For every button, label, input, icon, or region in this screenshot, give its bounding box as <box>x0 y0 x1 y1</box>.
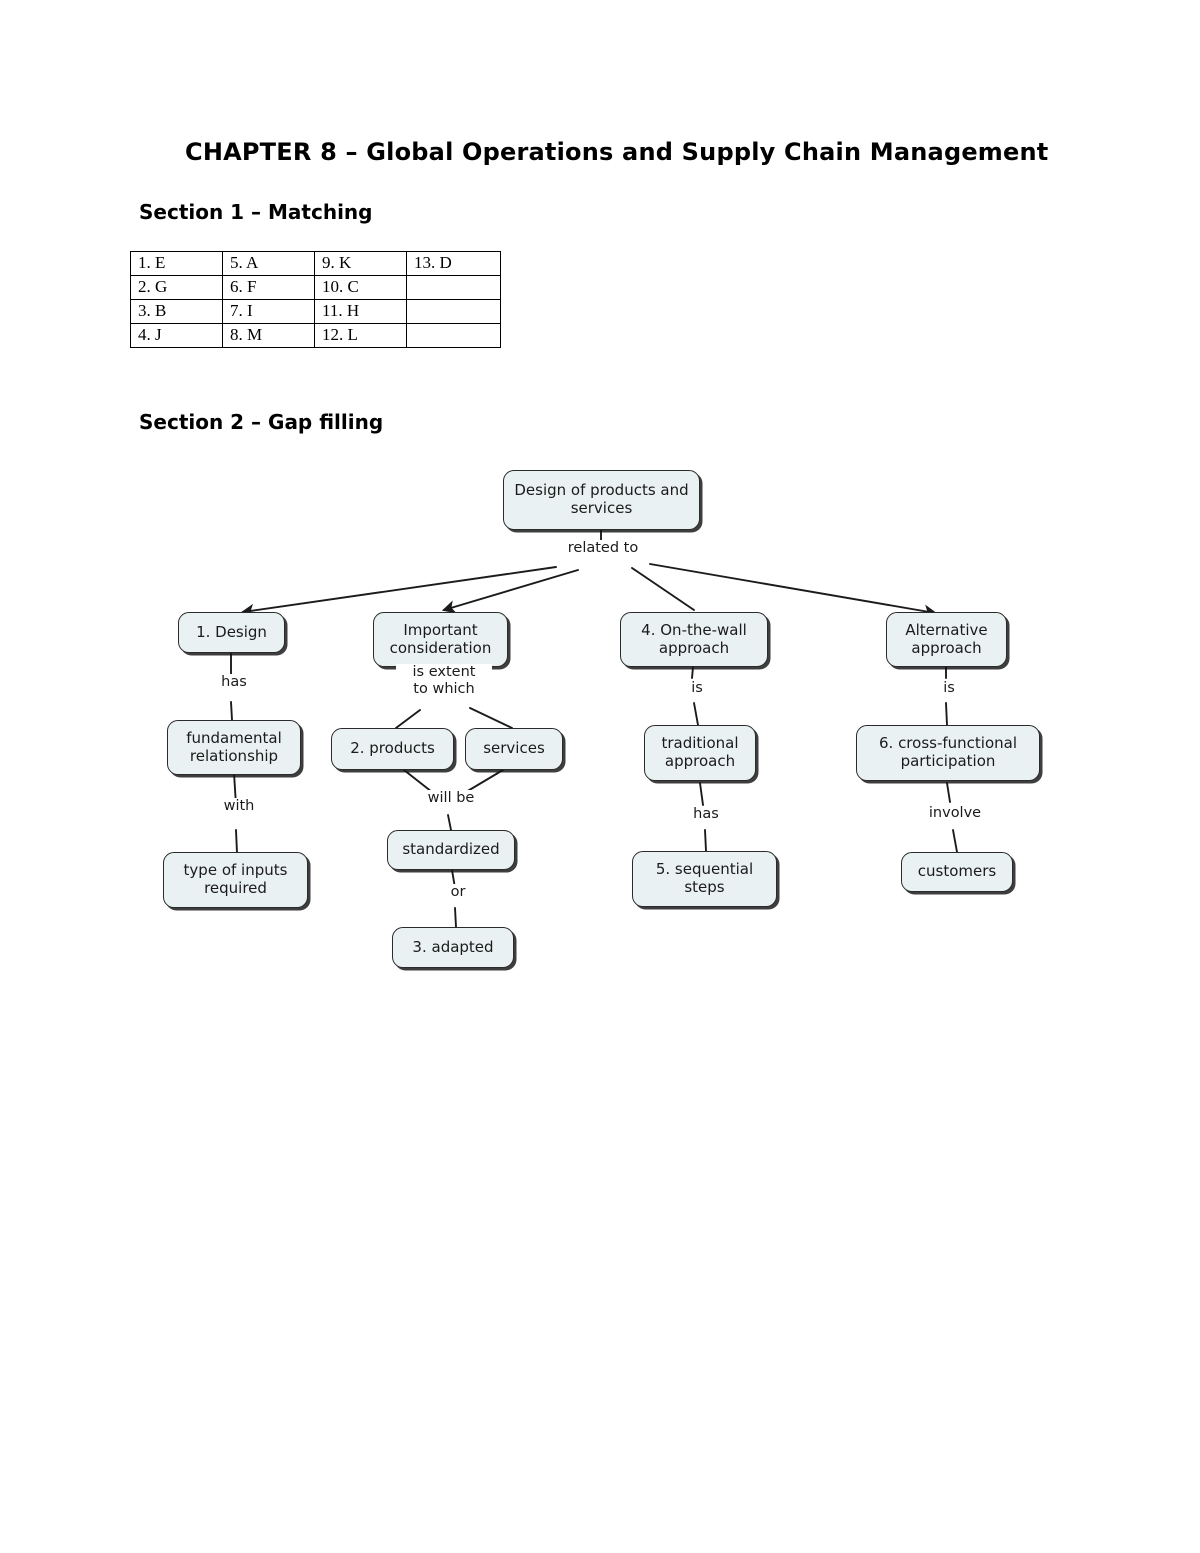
table-cell: 12. L <box>314 323 407 348</box>
table-cell: 2. G <box>130 275 223 300</box>
edge-traditional-has <box>699 782 704 806</box>
table-cell: 11. H <box>314 299 407 324</box>
table-cell: 10. C <box>314 275 407 300</box>
edge-relatedto-design <box>240 566 557 618</box>
node-cross-functional-participation: 6. cross-functional participation <box>856 725 1040 781</box>
node-fundamental-relationship: fundamental relationship <box>167 720 301 775</box>
node-customers: customers <box>901 852 1013 892</box>
table-cell: 5. A <box>222 251 315 276</box>
table-cell: 9. K <box>314 251 407 276</box>
node-products: 2. products <box>331 728 454 770</box>
edge-has-fundamental <box>230 701 233 721</box>
table-cell <box>406 299 501 324</box>
link-label-involve: involve <box>919 805 991 822</box>
table-row: 4. J 8. M 12. L <box>130 323 501 348</box>
edge-relatedto-onthewall <box>631 567 695 611</box>
node-important-consideration: Important consideration <box>373 612 508 667</box>
page-title: CHAPTER 8 – Global Operations and Supply… <box>185 138 1049 166</box>
edge-crossfunctional-involve <box>946 782 951 803</box>
concept-map-edges <box>230 529 958 928</box>
edge-has-sequential <box>704 829 707 852</box>
table-row: 2. G 6. F 10. C <box>130 275 501 300</box>
matching-answers-table: 1. E 5. A 9. K 13. D 2. G 6. F 10. C 3. … <box>130 251 501 348</box>
section-1-heading: Section 1 – Matching <box>139 200 373 224</box>
edge-with-typeofinputs <box>235 829 238 854</box>
link-label-or: or <box>440 884 476 901</box>
edge-is-traditional <box>693 702 699 726</box>
node-type-of-inputs-required: type of inputs required <box>163 852 308 908</box>
node-design: 1. Design <box>178 612 285 653</box>
link-label-has-steps: has <box>678 806 734 823</box>
link-label-with: with <box>208 798 270 815</box>
table-row: 3. B 7. I 11. H <box>130 299 501 324</box>
node-adapted: 3. adapted <box>392 927 514 968</box>
node-root: Design of products and services <box>503 470 700 530</box>
edge-involve-customers <box>952 829 958 853</box>
edge-isextent-products <box>395 709 421 729</box>
node-on-the-wall-approach: 4. On-the-wall approach <box>620 612 768 667</box>
node-traditional-approach: traditional approach <box>644 725 756 781</box>
edge-isextent-services <box>469 707 513 729</box>
node-alternative-approach: Alternative approach <box>886 612 1007 667</box>
link-label-is-alternative: is <box>931 680 967 697</box>
edge-or-adapted <box>454 907 457 928</box>
table-cell: 6. F <box>222 275 315 300</box>
table-cell: 13. D <box>406 251 501 276</box>
link-label-has-fundamental: has <box>203 674 265 691</box>
table-row: 1. E 5. A 9. K 13. D <box>130 251 501 276</box>
edge-relatedto-alternative <box>649 563 938 618</box>
table-cell: 7. I <box>222 299 315 324</box>
link-label-is-extent-to-which: is extent to which <box>396 664 492 698</box>
section-2-heading: Section 2 – Gap filling <box>139 410 384 434</box>
node-services: services <box>465 728 563 770</box>
node-sequential-steps: 5. sequential steps <box>632 851 777 907</box>
table-cell: 1. E <box>130 251 223 276</box>
node-standardized: standardized <box>387 830 515 870</box>
table-cell <box>406 323 501 348</box>
table-cell: 3. B <box>130 299 223 324</box>
table-cell: 4. J <box>130 323 223 348</box>
link-label-will-be: will be <box>416 790 486 807</box>
table-cell: 8. M <box>222 323 315 348</box>
link-label-is-traditional: is <box>679 680 715 697</box>
concept-map-diagram: Design of products and services related … <box>0 440 1200 980</box>
edge-services-willbe <box>465 769 504 793</box>
link-label-related-to: related to <box>546 540 660 557</box>
table-cell <box>406 275 501 300</box>
edge-products-willbe <box>403 769 433 793</box>
edge-is-crossfunctional <box>945 702 948 726</box>
edge-relatedto-important <box>441 569 579 614</box>
